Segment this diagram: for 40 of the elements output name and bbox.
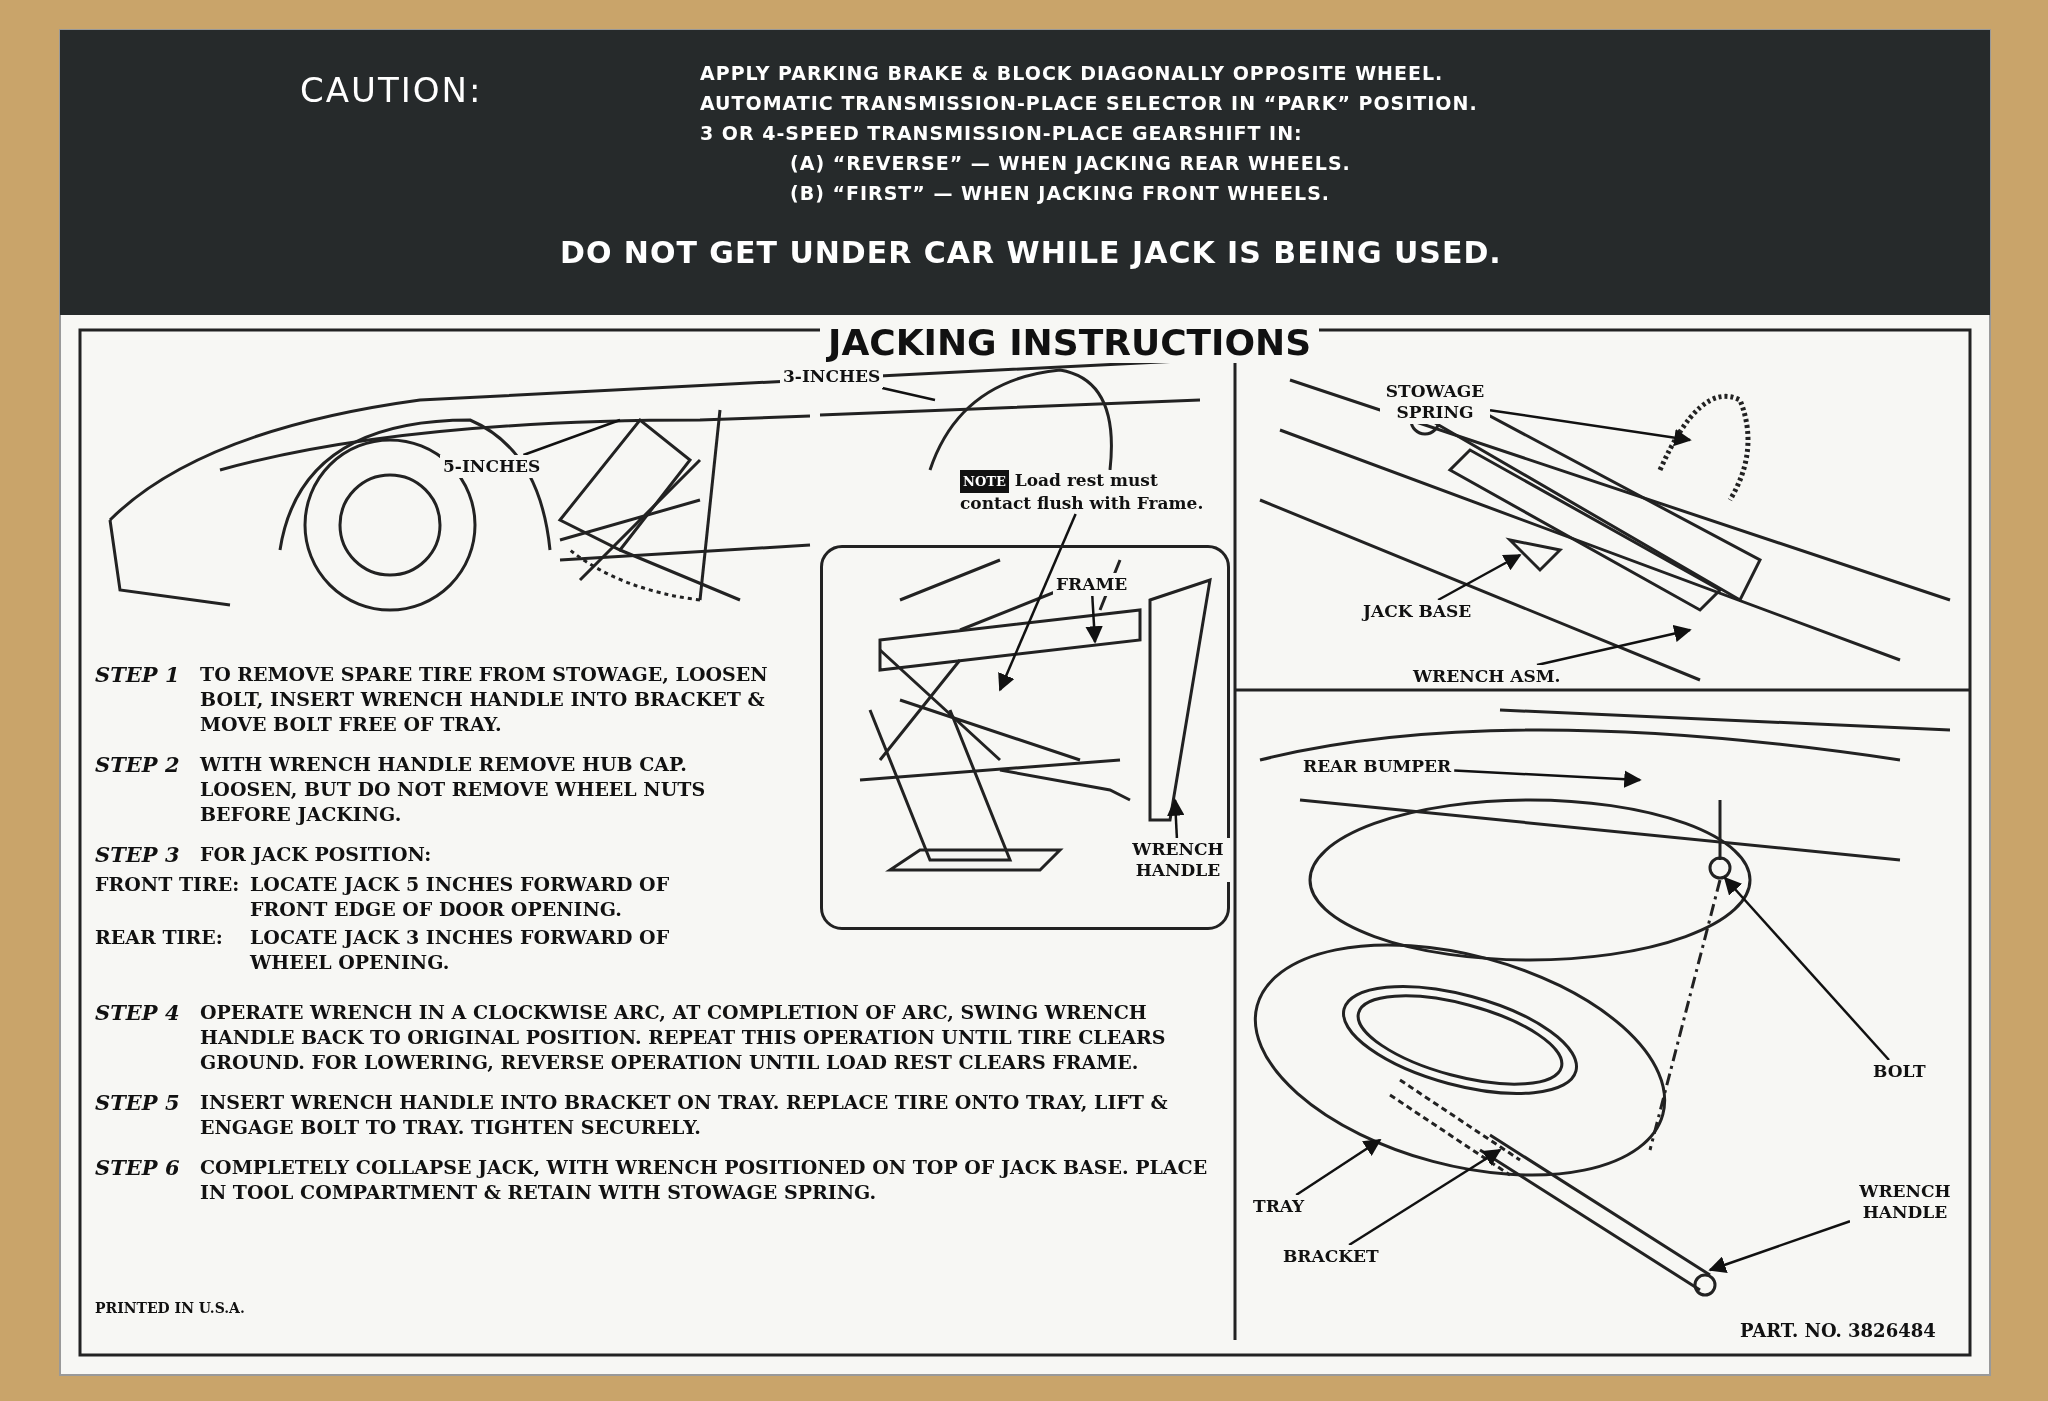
- step-text: TO REMOVE SPARE TIRE FROM STOWAGE, LOOSEN BOLT, INSERT WRENCH HANDLE INTO BRACKET & MOVE BOLT FREE OF TRAY.: [200, 662, 769, 737]
- warning-text: 3 OR 4-SPEED TRANSMISSION-PLACE GEARSHIFT IN:: [700, 122, 1303, 144]
- step-text: INSERT WRENCH HANDLE INTO BRACKET ON TRAY. REPLACE TIRE ONTO TRAY, LIFT & ENGAGE BOLT TO TRAY. TIGHTEN SECURELY.: [200, 1090, 1169, 1140]
- inset-panel: [820, 545, 1230, 930]
- leader-arrow: [1167, 798, 1185, 839]
- leader-arrow: [1437, 553, 1522, 602]
- step-heading: STEP 3: [95, 842, 180, 867]
- warning-text: DO NOT GET UNDER CAR WHILE JACK IS BEING USED.: [560, 235, 1502, 270]
- step-heading: STEP 1: [95, 662, 180, 687]
- leader-arrow: [1085, 595, 1103, 644]
- footer-text: PRINTED IN U.S.A.: [95, 1300, 245, 1316]
- step-text: OPERATE WRENCH IN A CLOCKWISE ARC, AT COMPLETION OF ARC, SWING WRENCH HANDLE BACK TO ORIGINAL POSITION. REPEAT THIS OPERATION UNTIL TIRE CLEARS GROUND. FOR LOWERING, REVERSE OPERATION UNTIL LOAD REST CLEARS FRAME.: [200, 1000, 1167, 1075]
- note-badge: NOTE: [960, 470, 1009, 493]
- warning-text: (B) “FIRST” — WHEN JACKING FRONT WHEELS.: [790, 182, 1331, 204]
- caution-heading: CAUTION:: [300, 70, 483, 110]
- step-text: WITH WRENCH HANDLE REMOVE HUB CAP. LOOSEN, BUT DO NOT REMOVE WHEEL NUTS BEFORE JACKING.: [200, 752, 707, 827]
- leader-arrow: [1723, 876, 1890, 1061]
- step-text: LOCATE JACK 3 INCHES FORWARD OF WHEEL OPENING.: [250, 925, 671, 975]
- warning-text: AUTOMATIC TRANSMISSION-PLACE SELECTOR IN “PARK” POSITION.: [700, 92, 1478, 114]
- part-number: PART. NO. 3826484: [1740, 1320, 1936, 1341]
- step-heading: STEP 2: [95, 752, 180, 777]
- step-text: COMPLETELY COLLAPSE JACK, WITH WRENCH POSITIONED ON TOP OF JACK BASE. PLACE IN TOOL COMPARTMENT & RETAIN WITH STOWAGE SPRING.: [200, 1155, 1209, 1205]
- step-text: FRONT TIRE:: [95, 872, 240, 897]
- warning-text: APPLY PARKING BRAKE & BLOCK DIAGONALLY OPPOSITE WHEEL.: [700, 62, 1444, 84]
- step-heading: STEP 5: [95, 1090, 180, 1115]
- step-text: REAR TIRE:: [95, 925, 223, 950]
- step-text: LOCATE JACK 5 INCHES FORWARD OF FRONT EDGE OF DOOR OPENING.: [250, 872, 671, 922]
- leader-arrow: [1536, 625, 1692, 667]
- leader-arrow: [1295, 1138, 1382, 1197]
- leader-arrow: [1708, 1220, 1851, 1274]
- step-heading: STEP 6: [95, 1155, 180, 1180]
- leader-arrow: [1348, 1148, 1502, 1247]
- leader-line: [881, 386, 936, 402]
- step-heading: STEP 4: [95, 1000, 180, 1025]
- leader-arrow: [1454, 769, 1642, 788]
- warning-text: (A) “REVERSE” — WHEN JACKING REAR WHEELS.: [790, 152, 1351, 174]
- step-text: FOR JACK POSITION:: [200, 842, 433, 867]
- leader-arrow: [998, 513, 1077, 692]
- leader-arrow: [1489, 408, 1692, 447]
- leader-line: [522, 418, 621, 457]
